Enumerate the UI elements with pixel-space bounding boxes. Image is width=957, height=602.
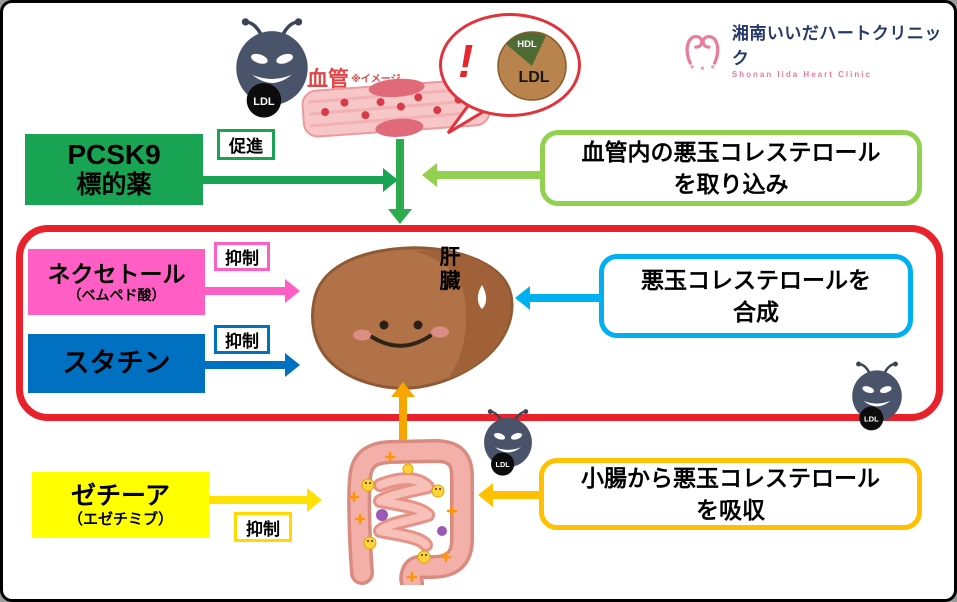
pie-ldl-label: LDL [518,69,549,86]
ldl-monster-icon-right [851,360,903,432]
zetia-line2: （エゼチミブ） [67,510,173,528]
liver-label: 肝臓 [439,246,461,294]
exclamation-mark: ! [458,35,474,87]
arrow-uptake-into-liver [387,139,413,224]
pcsk9-line2: 標的薬 [76,171,152,200]
arrow-zetia-to-intestine [209,487,322,513]
arrow-pcsk9-to-liver [201,167,398,193]
vessel-label-text: 血管 [307,68,349,91]
clinic-name-en: Shonan Iida Heart Clinic [731,70,872,79]
blood-vessel-illustration [301,78,491,138]
arrow-uptake-label [422,162,541,188]
zetia-line1: ゼチーア [70,482,170,510]
arrow-nexletol-to-liver [203,278,300,304]
tag-inhibit-zetia: 抑制 [234,512,292,542]
uptake-line1: 血管内の悪玉コレステロール [581,138,881,165]
flamingo-logo-icon [685,35,720,70]
process-absorption: 小腸から悪玉コレステロール を吸収 [539,458,922,530]
arrow-absorption-to-intestine [478,482,541,508]
liver-illustration [311,246,514,390]
intestine-sparkles [348,451,458,583]
clinic-name: 湘南いいだハートクリニック [731,24,942,68]
statin-label: スタチン [62,347,171,378]
pie-hdl-label: HDL [517,39,537,50]
intestine-illustration [347,439,474,585]
absorption-line2: を吸収 [696,497,765,523]
arrow-intestine-to-liver [390,382,416,453]
tag-promote: 促進 [217,129,275,160]
liver-group-frame [16,225,943,421]
nexletol-line1: ネクセトール [47,260,186,287]
vessel-label: 血管※イメージ [307,63,401,93]
drug-box-zetia: ゼチーア （エゼチミブ） [32,472,209,538]
clinic-logo: 湘南いいだハートクリニック Shonan Iida Heart Clinic [679,19,954,79]
tag-inhibit-nexletol: 抑制 [214,242,270,271]
uptake-line2: を取り込み [673,171,789,197]
process-synthesis: 悪玉コレステロールを 合成 [599,254,913,338]
cholesterol-pie-chart: HDL LDL [497,31,567,101]
drug-box-nexletol: ネクセトール （ベムペド酸） [28,249,205,315]
arrow-statin-to-liver [203,352,300,378]
arrow-synthesis-to-liver [515,285,600,311]
vessel-note: ※イメージ [351,74,401,85]
drug-box-statin: スタチン [28,334,205,393]
synthesis-line2: 合成 [733,299,779,325]
drug-box-pcsk9: PCSK9 標的薬 [25,134,203,205]
pcsk9-line1: PCSK9 [67,139,161,171]
nexletol-line2: （ベムペド酸） [67,287,166,304]
process-uptake: 血管内の悪玉コレステロール を取り込み [540,130,922,206]
alert-bubble: ! HDL LDL [439,13,581,117]
absorption-line1: 小腸から悪玉コレステロール [581,464,880,491]
intestine-emoji-faces [361,463,447,564]
tag-inhibit-statin: 抑制 [214,325,270,354]
synthesis-line1: 悪玉コレステロールを [641,266,871,293]
